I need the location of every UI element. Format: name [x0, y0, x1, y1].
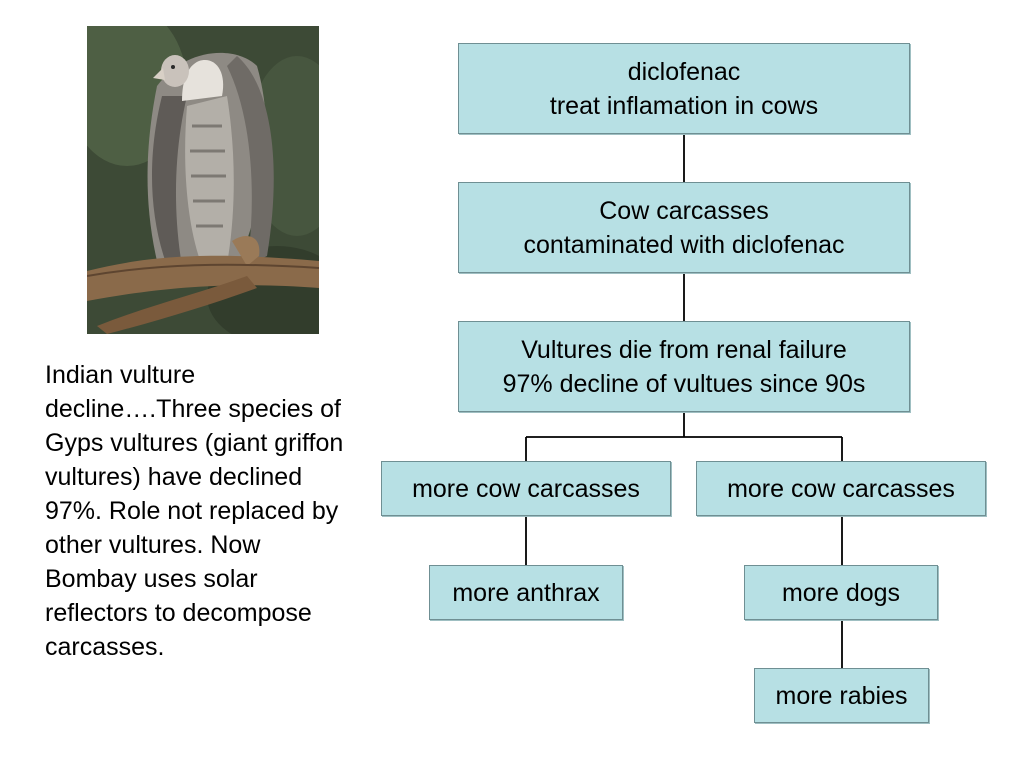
node-diclofenac-line1: diclofenac — [627, 57, 741, 86]
node-diclofenac-line2: treat inflamation in cows — [549, 91, 819, 120]
vulture-photo — [87, 26, 319, 334]
node-more-cow-carcasses-left: more cow carcasses — [381, 461, 671, 516]
caption-text: Indian vulture decline….Three species of… — [45, 361, 344, 661]
node-cow-carcasses-line1: Cow carcasses — [599, 196, 769, 225]
node-more-anthrax: more anthrax — [429, 565, 623, 620]
vulture-illustration — [87, 26, 319, 334]
node-vultures-die-line1: Vultures die from renal failure — [521, 335, 847, 364]
node-vultures-die-line2: 97% decline of vultues since 90s — [502, 369, 866, 398]
node-cow-carcasses-line2: contaminated with diclofenac — [523, 230, 845, 259]
node-more-dogs: more dogs — [744, 565, 938, 620]
node-vultures-die: Vultures die from renal failure 97% decl… — [458, 321, 910, 412]
node-diclofenac: diclofenac treat inflamation in cows — [458, 43, 910, 134]
node-more-rabies: more rabies — [754, 668, 929, 723]
node-more-cow-carcasses-right: more cow carcasses — [696, 461, 986, 516]
node-cow-carcasses: Cow carcasses contaminated with diclofen… — [458, 182, 910, 273]
